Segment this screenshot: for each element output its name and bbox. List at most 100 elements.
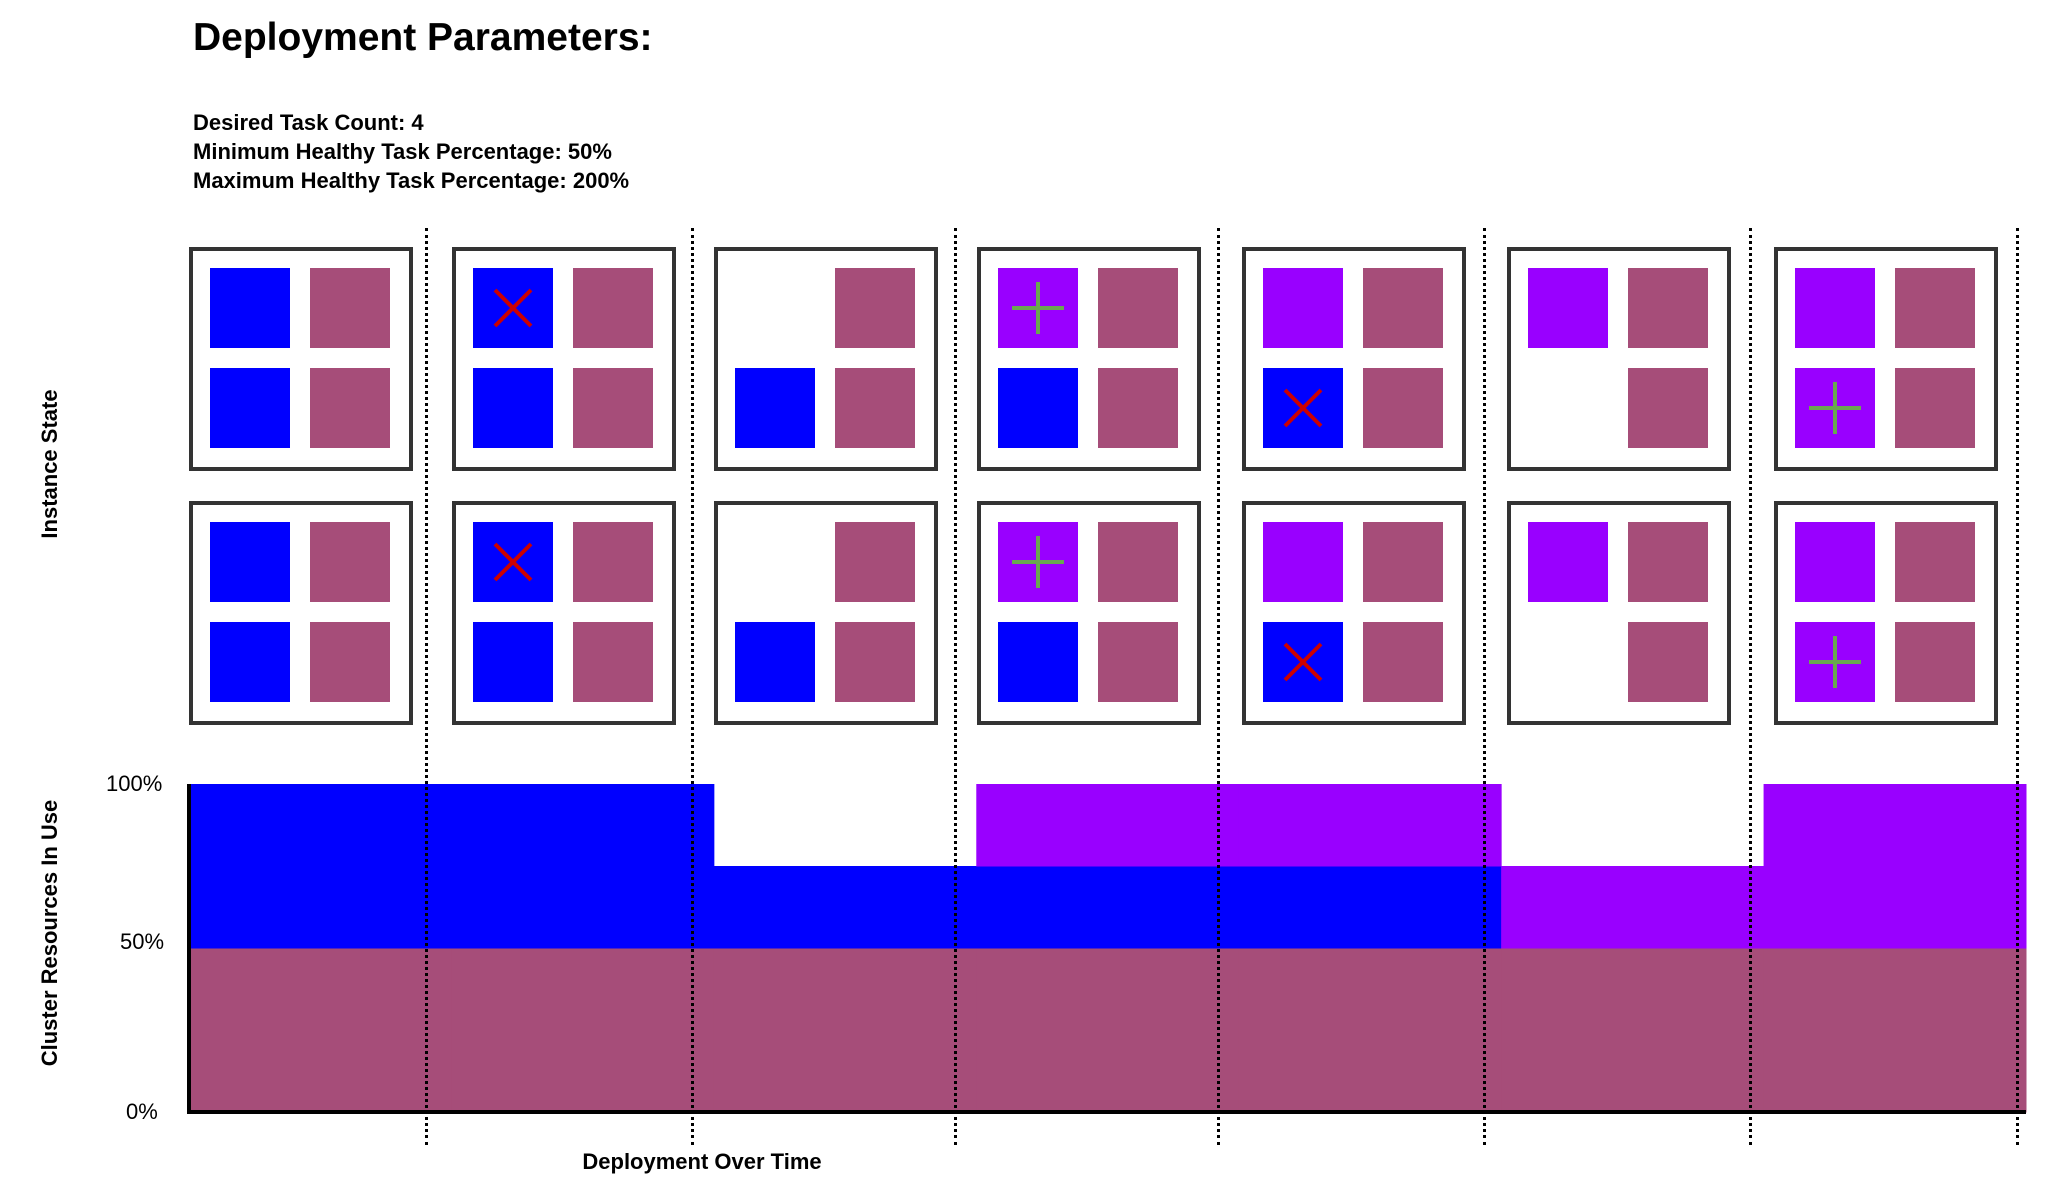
instance-box: [1242, 247, 1466, 471]
task-old: [473, 622, 553, 702]
task-other: [1363, 368, 1443, 448]
task-other: [835, 368, 915, 448]
task-other: [1628, 622, 1708, 702]
area-segment-series0-step4: [1238, 948, 1502, 1113]
task-other: [835, 522, 915, 602]
plus-icon: [1012, 536, 1064, 588]
empty-slot: [735, 268, 815, 348]
task-other: [835, 622, 915, 702]
task-new: [1795, 522, 1875, 602]
task-new: [1795, 622, 1875, 702]
area-segment-series0-step5: [1501, 948, 1765, 1113]
instance-box: [714, 247, 938, 471]
instance-box: [452, 501, 676, 725]
step-divider: [691, 228, 694, 1145]
area-segment-series1-step4: [1238, 866, 1502, 949]
task-other: [1628, 268, 1708, 348]
plus-icon: [1012, 282, 1064, 334]
task-other: [1363, 268, 1443, 348]
y-tick-0: 0%: [126, 1099, 158, 1124]
area-segment-series1-step0: [189, 784, 452, 949]
task-old: [735, 622, 815, 702]
area-segment-series2-step4: [1238, 784, 1502, 867]
task-old: [473, 522, 553, 602]
task-other: [1098, 368, 1178, 448]
task-new: [1528, 522, 1608, 602]
area-segment-series2-step6: [1763, 784, 2027, 949]
task-other: [573, 622, 653, 702]
x-icon: [493, 542, 533, 582]
task-other: [1895, 368, 1975, 448]
task-other: [1895, 522, 1975, 602]
task-old: [998, 622, 1078, 702]
task-new: [1263, 268, 1343, 348]
x-axis-label: Deployment Over Time: [582, 1149, 822, 1174]
instance-box: [189, 247, 413, 471]
x-icon: [1283, 388, 1323, 428]
task-other: [1098, 268, 1178, 348]
task-new: [998, 522, 1078, 602]
task-other: [1895, 622, 1975, 702]
area-segment-series0-step6: [1763, 948, 2027, 1113]
task-old: [210, 622, 290, 702]
area-segment-series1-step2: [713, 866, 977, 949]
instance-box: [1774, 247, 1998, 471]
x-icon: [1283, 642, 1323, 682]
area-segment-series2-step5: [1501, 866, 1765, 949]
empty-slot: [1528, 368, 1608, 448]
step-divider: [2016, 228, 2019, 1145]
task-old: [210, 522, 290, 602]
step-divider: [425, 228, 428, 1145]
task-new: [998, 268, 1078, 348]
task-old: [210, 268, 290, 348]
area-segment-series0-step3: [976, 948, 1240, 1113]
step-divider: [1217, 228, 1220, 1145]
task-other: [310, 522, 390, 602]
deployment-params: Desired Task Count: 4 Minimum Healthy Ta…: [193, 108, 629, 195]
empty-slot: [1528, 622, 1608, 702]
task-other: [573, 368, 653, 448]
area-segment-series2-step3: [976, 784, 1240, 867]
task-other: [1363, 522, 1443, 602]
task-other: [1098, 622, 1178, 702]
task-other: [573, 522, 653, 602]
area-segment-series0-step2: [713, 948, 977, 1113]
param-desired-task-count: Desired Task Count: 4: [193, 110, 424, 135]
area-segment-series0-step1: [451, 948, 715, 1113]
y-tick-50: 50%: [120, 929, 165, 954]
instance-box: [977, 247, 1201, 471]
task-other: [1628, 368, 1708, 448]
task-old: [1263, 368, 1343, 448]
task-other: [835, 268, 915, 348]
instance-box: [189, 501, 413, 725]
x-icon: [493, 288, 533, 328]
task-old: [473, 368, 553, 448]
empty-slot: [735, 522, 815, 602]
step-divider: [954, 228, 957, 1145]
task-other: [1363, 622, 1443, 702]
page-title: Deployment Parameters:: [193, 16, 653, 59]
area-segment-series1-step1: [451, 784, 715, 949]
step-divider: [1483, 228, 1486, 1145]
plus-icon: [1809, 636, 1861, 688]
instance-box: [1774, 501, 1998, 725]
task-old: [1263, 622, 1343, 702]
task-old: [998, 368, 1078, 448]
param-min-healthy: Minimum Healthy Task Percentage: 50%: [193, 139, 612, 164]
task-other: [1895, 268, 1975, 348]
task-new: [1263, 522, 1343, 602]
task-new: [1528, 268, 1608, 348]
task-new: [1795, 368, 1875, 448]
y-tick-100: 100%: [106, 771, 163, 796]
task-other: [1628, 522, 1708, 602]
instance-box: [1507, 501, 1731, 725]
task-new: [1795, 268, 1875, 348]
area-segment-series0-step0: [189, 948, 452, 1113]
instance-box: [714, 501, 938, 725]
task-other: [310, 268, 390, 348]
task-old: [735, 368, 815, 448]
param-max-healthy: Maximum Healthy Task Percentage: 200%: [193, 168, 630, 193]
task-other: [310, 622, 390, 702]
task-other: [573, 268, 653, 348]
